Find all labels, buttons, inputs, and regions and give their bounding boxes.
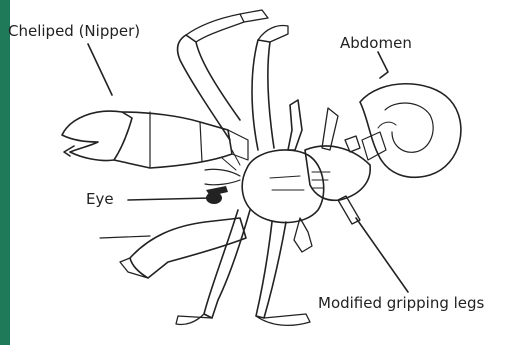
gripping-leg-1 [294,218,312,252]
legs-leader [356,218,408,292]
eye-leader [128,198,210,200]
eye-label: Eye [86,190,114,208]
small-leg-top [288,100,302,150]
eye-stalk [205,169,240,185]
abdomen-shape [360,84,461,178]
abdomen-label: Abdomen [340,34,412,52]
walking-leg-upper-2 [252,40,274,150]
second-claw [130,218,246,278]
cheliped-label: Cheliped (Nipper) [8,22,140,40]
cheliped-claw [62,111,132,160]
thorax [305,146,370,200]
walking-leg-lower-2 [256,222,286,318]
abdomen-leader [378,52,388,78]
gripping-legs-label: Modified gripping legs [318,294,484,312]
cheliped-leader [88,44,112,95]
